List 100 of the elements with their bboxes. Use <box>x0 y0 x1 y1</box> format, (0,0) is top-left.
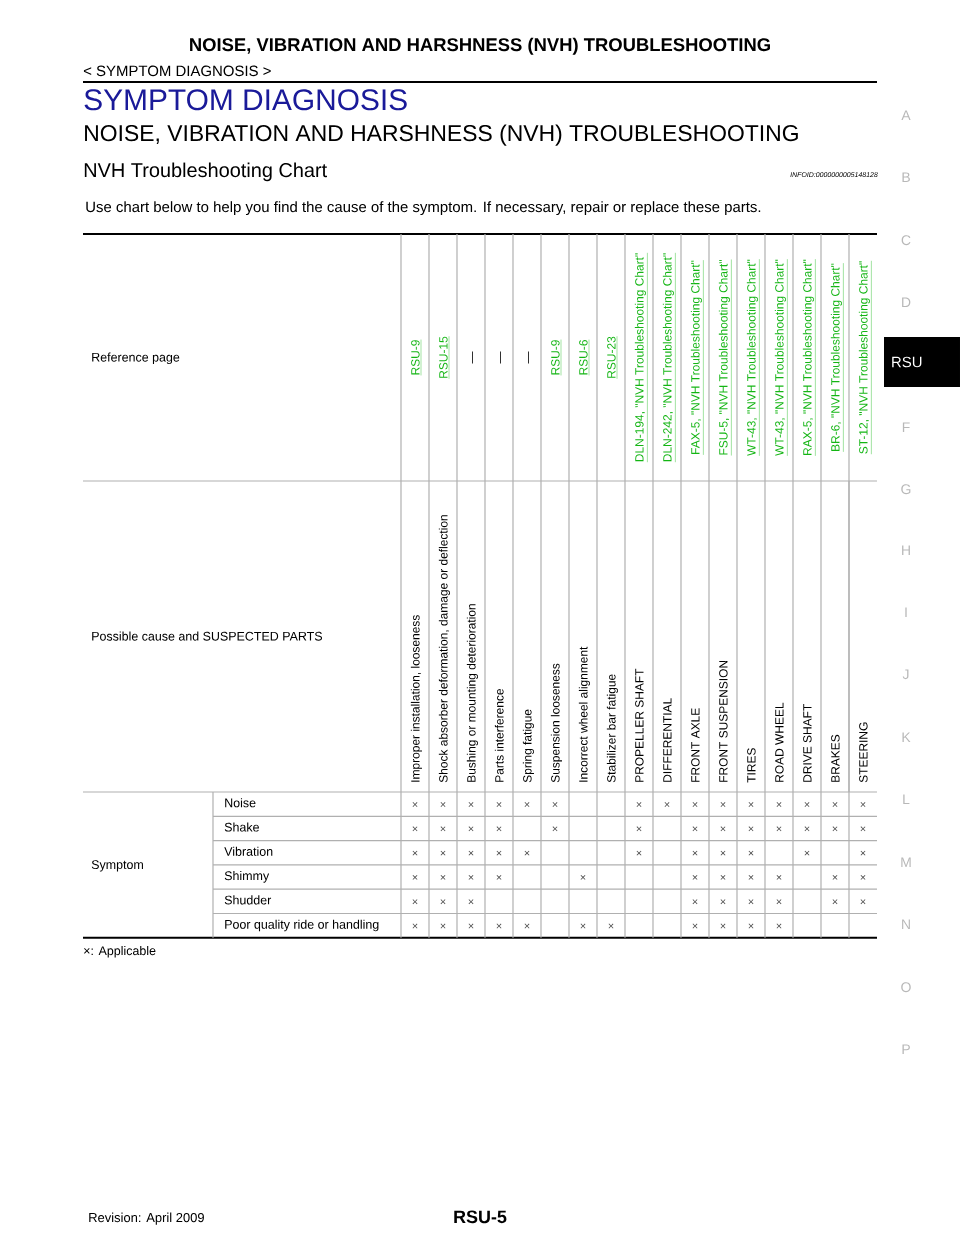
check-mark: × <box>748 923 754 929</box>
check-mark: × <box>636 826 642 832</box>
check-mark: × <box>440 802 446 807</box>
page-link: WT-43, "NVH Troubleshooting Chart" <box>774 258 788 457</box>
check-mark: × <box>496 802 502 807</box>
page-link: RSU-15 <box>439 336 450 379</box>
check-mark: × <box>860 874 866 880</box>
check-mark: × <box>636 850 642 856</box>
check-mark: × <box>804 850 810 856</box>
cause-text: TIRES <box>747 748 756 783</box>
check-mark: × <box>860 850 866 856</box>
check-mark: × <box>636 802 642 807</box>
check-mark: × <box>748 874 754 880</box>
check-mark: × <box>468 923 474 929</box>
check-mark: × <box>524 923 530 929</box>
cause-text: DIFFERENTIAL <box>663 698 672 782</box>
check-mark: × <box>440 826 446 832</box>
check-mark: × <box>580 923 586 929</box>
check-mark: × <box>412 923 418 929</box>
side-letter: A <box>901 110 911 120</box>
side-letter: H <box>902 545 910 555</box>
cause-text: Shock absorber deformation, damage or deflection <box>438 515 450 783</box>
check-mark: × <box>440 923 446 929</box>
dash-mark: — <box>528 351 529 364</box>
check-mark: × <box>468 802 474 807</box>
symptom-text: Vibration <box>224 846 273 856</box>
check-mark: × <box>748 826 754 832</box>
check-mark: × <box>692 826 698 832</box>
check-mark: × <box>412 802 418 807</box>
check-mark: × <box>692 923 698 929</box>
check-mark: × <box>776 874 782 880</box>
check-mark: × <box>832 802 838 807</box>
cause-text: Suspension looseness <box>550 663 562 783</box>
check-mark: × <box>720 850 726 856</box>
check-mark: × <box>524 802 530 807</box>
check-mark: × <box>832 874 838 880</box>
check-mark: × <box>468 826 474 832</box>
check-mark: × <box>440 850 446 856</box>
check-mark: × <box>860 826 866 832</box>
row-heading: Possible cause and SUSPECTED PARTS <box>92 631 322 641</box>
check-mark: × <box>720 899 726 905</box>
cause-text: Bushing or mounting deterioration <box>466 604 478 782</box>
cause-text: Incorrect wheel alignment <box>578 646 590 782</box>
check-mark: × <box>748 899 754 905</box>
symptom-text: Poor quality ride or handling <box>225 919 379 932</box>
check-mark: × <box>496 874 502 880</box>
intro-text: Use chart below to help you find the cause of the symptom. If necessary, repair or replace these parts. <box>86 201 761 216</box>
chart-title: NVH Troubleshooting Chart <box>84 162 327 182</box>
section-title: SYMPTOM DIAGNOSIS <box>84 89 407 111</box>
side-letter: K <box>902 732 911 742</box>
dash-mark: — <box>472 351 473 364</box>
check-mark: × <box>692 802 698 807</box>
side-letter: M <box>901 857 911 867</box>
symptom-text: Noise <box>225 798 256 808</box>
page-link: RSU-6 <box>579 339 590 376</box>
page-link: BR-6, "NVH Troubleshooting Chart" <box>830 262 844 453</box>
side-letter: G <box>901 484 911 495</box>
side-letter: L <box>903 794 910 804</box>
check-mark: × <box>664 802 670 807</box>
check-mark: × <box>776 899 782 905</box>
symptom-text: Shimmy <box>224 871 270 883</box>
side-letter: B <box>902 172 910 182</box>
page-link: DLN-242, "NVH Troubleshooting Chart" <box>662 252 676 463</box>
page-heading: NOISE, VIBRATION AND HARSHNESS (NVH) TROUBLESHOOTING <box>190 37 770 55</box>
check-mark: × <box>804 802 810 807</box>
check-mark: × <box>468 874 474 880</box>
check-mark: × <box>580 874 586 880</box>
legend-note: ×: Applicable <box>84 946 156 958</box>
check-mark: × <box>412 899 418 905</box>
cause-text: Improper installation, looseness <box>410 615 422 782</box>
check-mark: × <box>776 923 782 929</box>
check-mark: × <box>692 874 698 880</box>
check-mark: × <box>440 899 446 905</box>
side-letter: N <box>902 919 910 929</box>
check-mark: × <box>860 802 866 807</box>
row-heading: Reference page <box>92 352 180 365</box>
check-mark: × <box>412 826 418 832</box>
check-mark: × <box>496 850 502 856</box>
cause-text: STEERING <box>859 722 868 783</box>
side-letter: J <box>902 669 909 680</box>
cause-text: Spring fatigue <box>522 709 534 783</box>
side-letter: O <box>901 982 911 993</box>
page-link: RSU-9 <box>551 339 562 376</box>
page-number: RSU-5 <box>454 1210 507 1224</box>
page-link: ST-12, "NVH Troubleshooting Chart" <box>858 260 872 455</box>
check-mark: × <box>412 850 418 856</box>
page-link: DLN-194, "NVH Troubleshooting Chart" <box>634 252 648 463</box>
check-mark: × <box>720 802 726 807</box>
symptom-text: Shake <box>224 822 259 832</box>
side-letter: F <box>902 422 910 432</box>
side-letter: C <box>901 235 911 246</box>
page-link: RSU-9 <box>411 339 422 376</box>
page-link: FSU-5, "NVH Troubleshooting Chart" <box>718 259 732 456</box>
side-letter: D <box>902 297 911 307</box>
cause-text: Stabilizer bar fatigue <box>606 674 618 783</box>
check-mark: × <box>776 802 782 807</box>
check-mark: × <box>496 826 502 832</box>
page-link: RAX-5, "NVH Troubleshooting Chart" <box>802 258 816 457</box>
check-mark: × <box>552 826 558 832</box>
symptom-text: Shudder <box>224 895 272 905</box>
